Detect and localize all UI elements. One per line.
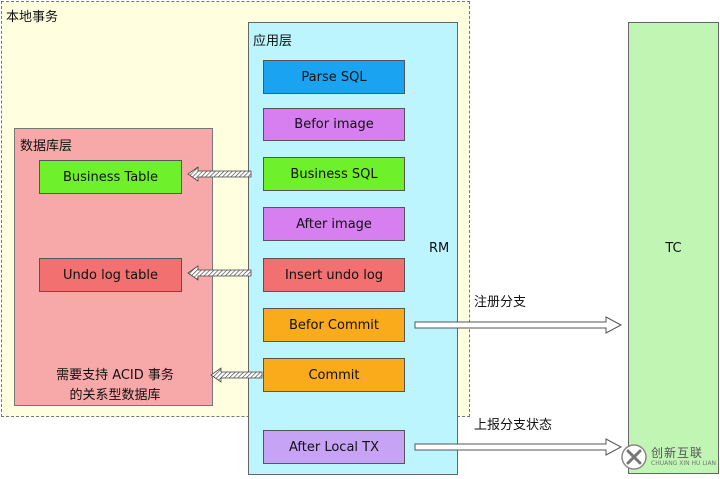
application-layer-region	[248, 22, 458, 475]
application-layer-label: 应用层	[253, 34, 293, 49]
undo-log-table-box: Undo log table	[39, 258, 182, 292]
database-requirement-note-line1: 需要支持 ACID 事务	[56, 368, 174, 383]
watermark-en-text: CHUANG XIN HU LIAN	[651, 460, 717, 467]
register-branch-label: 注册分支	[474, 295, 527, 310]
step-insert-undo-log: Insert undo log	[263, 258, 405, 292]
step-after-image: After image	[263, 207, 405, 241]
watermark-x-icon	[621, 444, 647, 470]
step-business-sql: Business SQL	[263, 157, 405, 191]
arrow-insert-undo-log-to-undo-log-table	[187, 265, 252, 281]
watermark-cn-text: 创新互联	[651, 446, 704, 460]
watermark-logo: 创新互联 CHUANG XIN HU LIAN	[621, 439, 718, 475]
tc-region	[628, 22, 719, 474]
step-before-commit: Befor Commit	[263, 308, 405, 342]
database-layer-label: 数据库层	[20, 139, 73, 154]
tc-label: TC	[665, 241, 682, 256]
arrow-commit-to-database	[210, 367, 263, 383]
step-after-local-tx: After Local TX	[263, 430, 405, 464]
arrow-business-sql-to-business-table	[187, 166, 252, 182]
step-parse-sql: Parse SQL	[263, 60, 405, 94]
arrow-before-commit-to-tc	[414, 316, 623, 334]
step-before-image: Befor image	[263, 108, 405, 141]
rm-label: RM	[429, 241, 450, 256]
database-requirement-note-line2: 的关系型数据库	[69, 388, 161, 403]
business-table-box: Business Table	[39, 160, 182, 194]
arrow-after-local-tx-to-tc	[414, 438, 623, 456]
step-commit: Commit	[263, 358, 405, 392]
local-transaction-label: 本地事务	[6, 10, 59, 25]
report-branch-status-label: 上报分支状态	[474, 418, 553, 433]
